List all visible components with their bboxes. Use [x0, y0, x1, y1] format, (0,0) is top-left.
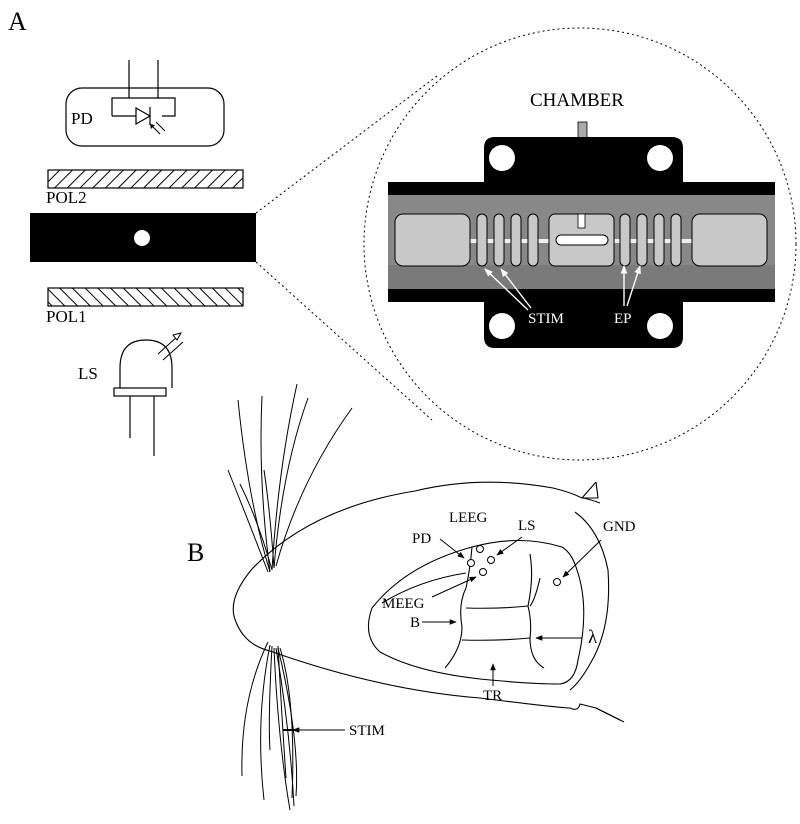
- pd-label: PD: [71, 109, 93, 128]
- leeg-label: LEEG: [449, 510, 487, 526]
- electrode-ls: [487, 556, 495, 564]
- gnd-arrow: [562, 539, 602, 578]
- b-label: B: [410, 615, 420, 631]
- whiskers: [227, 383, 353, 811]
- pol1-label: POL1: [46, 307, 87, 326]
- meeg-label: MEEG: [382, 596, 425, 612]
- polarizer-1: [47, 287, 244, 307]
- stim-label-b: STIM: [349, 723, 385, 739]
- electrode-pd: [467, 559, 475, 567]
- panel-a-letter: A: [8, 7, 27, 36]
- ep-arrows: [620, 265, 641, 307]
- ls-label-b: LS: [518, 518, 536, 534]
- rat-head: [232, 481, 625, 723]
- pd-arrow: [439, 538, 465, 559]
- pd-label-b: PD: [412, 531, 431, 547]
- electrode-leeg: [476, 545, 484, 553]
- polarizer-2: [47, 169, 244, 189]
- gnd-label: GND: [603, 519, 636, 535]
- panel-b-letter: B: [187, 538, 204, 567]
- sample-hole: [134, 230, 150, 246]
- stim-arrows: [484, 268, 532, 311]
- ep-label-a: EP: [614, 311, 632, 327]
- stim-label-a: STIM: [528, 311, 564, 327]
- meeg-arrow: [431, 576, 477, 598]
- light-source: [113, 332, 184, 456]
- chamber-label: CHAMBER: [530, 90, 624, 111]
- electrode-gnd: [553, 578, 561, 586]
- skull: [367, 539, 585, 685]
- tr-label: TR: [483, 688, 502, 704]
- photodiode: [65, 60, 225, 147]
- zoom-circle: [363, 27, 797, 461]
- ls-label: LS: [78, 364, 98, 383]
- pol2-label: POL2: [46, 188, 87, 207]
- chamber: [388, 121, 775, 348]
- lambda-label: λ: [588, 627, 598, 648]
- ls-arrow: [496, 536, 523, 556]
- electrode-meeg: [479, 568, 487, 576]
